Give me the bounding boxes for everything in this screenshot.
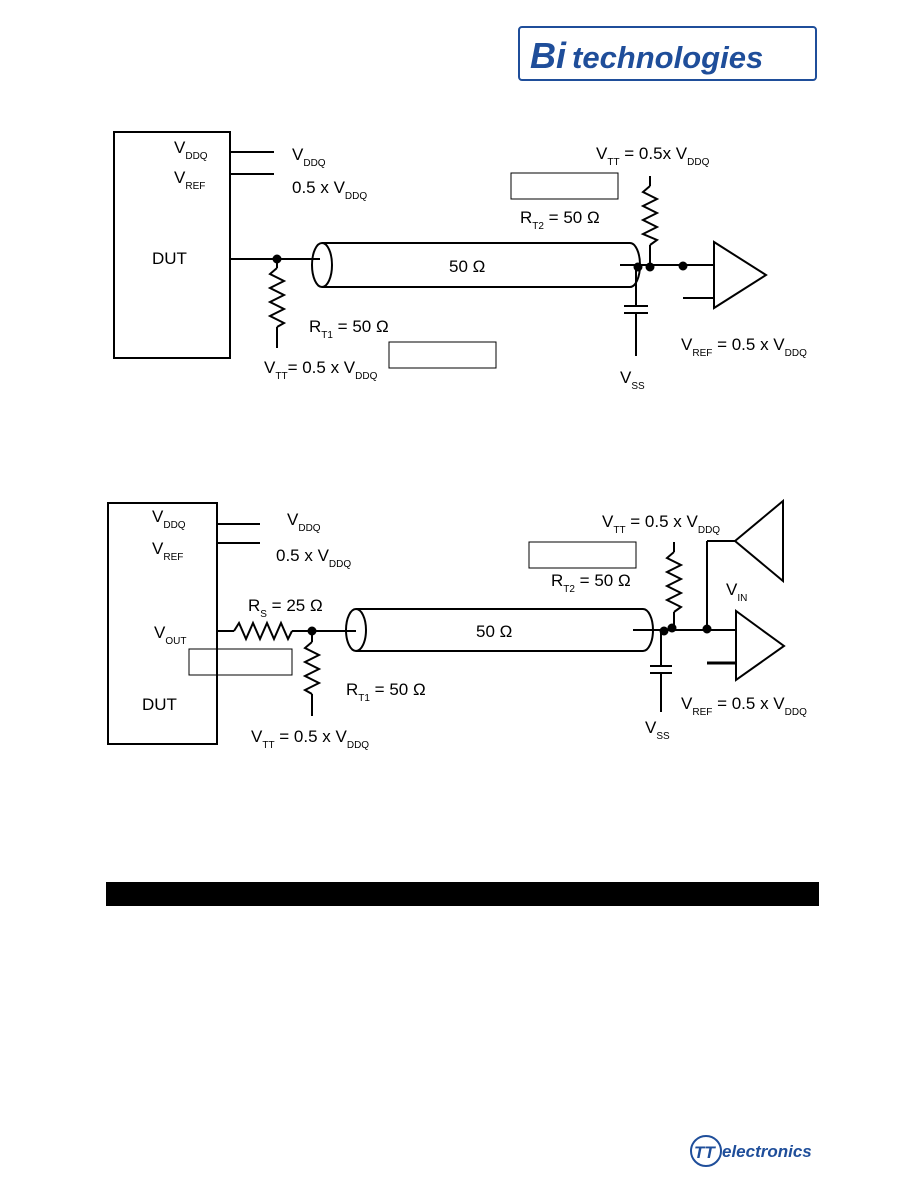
label-vtt-left: VTT= 0.5 x VDDQ: [264, 358, 378, 382]
bi-technologies-logo: Bi technologies: [518, 26, 817, 81]
node-dot: [678, 261, 688, 271]
empty-box: [528, 541, 637, 569]
resistor-rt1: [267, 267, 287, 328]
label-vref-rx: VREF = 0.5 x VDDQ: [681, 335, 807, 359]
label-vtt-right: VTT = 0.5x VDDQ: [596, 144, 710, 168]
logo-mark: Bi: [530, 35, 567, 76]
diagram-1: [113, 131, 768, 369]
diagram-2: [107, 498, 786, 745]
label-vddq-ext: VDDQ: [292, 145, 326, 169]
tt-word: electronics: [722, 1142, 812, 1161]
label-dut: DUT: [152, 249, 187, 268]
label-rt2: RT2 = 50 Ω: [520, 208, 600, 232]
probe-buffer: [733, 498, 784, 584]
resistor-rs: [233, 620, 293, 642]
label-rs: RS = 25 Ω: [248, 596, 323, 620]
label-line-impedance: 50 Ω: [449, 257, 485, 276]
empty-box: [388, 341, 497, 369]
node-dot: [633, 262, 643, 272]
label-vss: VSS: [645, 718, 670, 742]
empty-box: [188, 648, 293, 676]
receiver-buffer: [713, 240, 768, 310]
label-rt1: RT1 = 50 Ω: [346, 680, 426, 704]
label-vtt-right: VTT = 0.5 x VDDQ: [602, 512, 720, 536]
receiver-buffer: [735, 609, 786, 682]
resistor-rt1: [302, 641, 322, 695]
label-dut: DUT: [142, 695, 177, 714]
label-vout-pin: VOUT: [154, 623, 186, 647]
dut-box: [107, 502, 218, 745]
tt-mark: TT: [694, 1143, 716, 1162]
label-vin: VIN: [726, 580, 747, 604]
label-vref-rx: VREF = 0.5 x VDDQ: [681, 694, 807, 718]
label-vtt-left: VTT = 0.5 x VDDQ: [251, 727, 369, 751]
tt-electronics-logo: TT electronics: [690, 1135, 812, 1167]
node-dot: [659, 626, 669, 636]
label-rt2: RT2 = 50 Ω: [551, 571, 631, 595]
label-vref-ext: 0.5 x VDDQ: [292, 178, 367, 202]
label-vddq-ext: VDDQ: [287, 510, 321, 534]
label-vref-pin: VREF: [174, 168, 205, 192]
logo-word: technologies: [572, 40, 763, 75]
transmission-line: [345, 608, 654, 652]
diagram-2-labels: VDDQ VREF VOUT DUT VDDQ 0.5 x VDDQ RS = …: [142, 507, 807, 751]
empty-box: [510, 172, 619, 200]
dut-box: [113, 131, 231, 359]
label-vddq-pin: VDDQ: [174, 138, 208, 162]
diagram-1-labels: VDDQ VREF DUT VDDQ 0.5 x VDDQ 50 Ω RT1 =…: [152, 138, 807, 392]
resistor-rt2: [640, 185, 660, 246]
label-vref-pin: VREF: [152, 539, 183, 563]
section-bar: [106, 882, 819, 906]
label-vref-ext: 0.5 x VDDQ: [276, 546, 351, 570]
label-vddq-pin: VDDQ: [152, 507, 186, 531]
resistor-rt2: [664, 551, 684, 613]
label-line-impedance: 50 Ω: [476, 622, 512, 641]
label-rt1: RT1 = 50 Ω: [309, 317, 389, 341]
label-vss: VSS: [620, 368, 645, 392]
